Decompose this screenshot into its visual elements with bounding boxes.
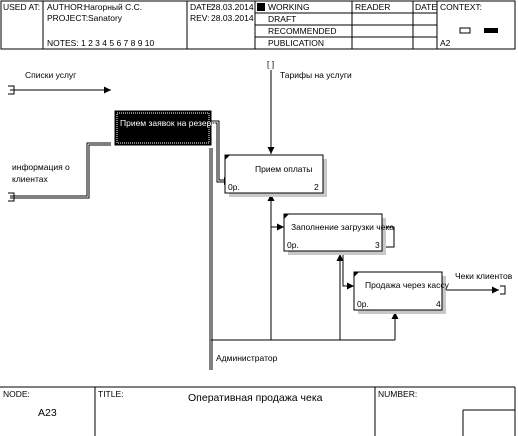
box-number: 3 (375, 240, 380, 250)
author-value: Нагорный С.С. (84, 2, 142, 12)
activity-box-1[interactable]: Прием заявок на резерв (114, 110, 216, 146)
rev-value: 28.03.2014 (211, 13, 254, 23)
used-at-label: USED AT: (3, 2, 40, 12)
tunnel-icon (8, 85, 15, 95)
title-label: TITLE: (98, 389, 124, 399)
box-number: 2 (314, 182, 319, 192)
status-publication: PUBLICATION (268, 38, 324, 48)
tunnel-bracket-label: [ ] (267, 59, 274, 69)
box-cost: 0р. (357, 299, 369, 309)
activity-box-4[interactable]: Продажа через кассу 0р. 4 (353, 271, 450, 314)
box-label: Прием оплаты (255, 164, 312, 174)
footer-frame (0, 386, 516, 436)
date-label: DATE: (190, 2, 214, 12)
node-value: A23 (38, 407, 57, 419)
box-label: Заполнение загрузки чека (291, 222, 394, 232)
tunnel-icon (8, 192, 15, 202)
diagram-arrows (8, 70, 506, 370)
box-cost: 0р. (228, 182, 240, 192)
notes-label: NOTES: 1 2 3 4 5 6 7 8 9 10 (47, 38, 155, 48)
context-box-icon (459, 27, 471, 34)
project-label: PROJECT: (47, 13, 88, 23)
label-receipts: Чеки клиентов (455, 271, 513, 281)
date-column-label: DATE (415, 2, 437, 12)
author-label: AUTHOR: (47, 2, 85, 12)
box-label: Продажа через кассу (365, 280, 450, 290)
rev-label: REV: (190, 13, 210, 23)
reader-label: READER (355, 2, 390, 12)
box-cost: 0р. (287, 240, 299, 250)
label-services-list: Списки услуг (25, 70, 76, 80)
header-frame (0, 0, 516, 50)
label-client-info-line1: информация о (12, 162, 70, 172)
label-tariffs: Тарифы на услуги (280, 70, 352, 80)
status-draft: DRAFT (268, 14, 296, 24)
status-working: WORKING (268, 2, 310, 12)
node-label: NODE: (3, 389, 30, 399)
date-value: 28.03.2014 (211, 2, 254, 12)
project-value: Sanatory (88, 13, 123, 23)
box-label: Прием заявок на резерв (120, 118, 216, 128)
number-label: NUMBER: (378, 389, 417, 399)
working-status-marker (257, 3, 265, 11)
label-client-info-line2: клиентах (12, 174, 48, 184)
context-node: A2 (440, 38, 451, 48)
context-label: CONTEXT: (440, 2, 482, 12)
activity-box-3[interactable]: Заполнение загрузки чека 0р. 3 (283, 213, 394, 255)
box-number: 4 (436, 299, 441, 309)
label-administrator: Администратор (216, 353, 278, 363)
diagram-title: Оперативная продажа чека (188, 392, 323, 404)
tunnel-icon (500, 285, 506, 295)
status-recommended: RECOMMENDED (268, 26, 336, 36)
activity-box-2[interactable]: Прием оплаты 0р. 2 (224, 154, 327, 197)
context-box-icon (484, 28, 498, 33)
